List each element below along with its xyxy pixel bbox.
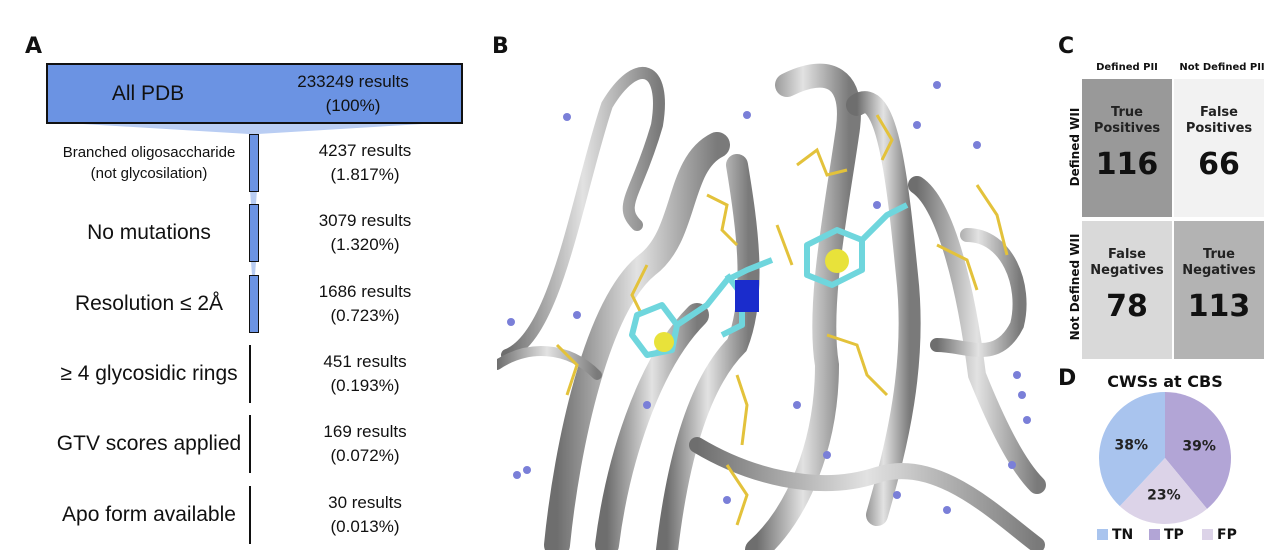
col-header-not-defined-pii: Not Defined PII [1179,62,1265,73]
funnel-stage: Resolution ≤ 2Å 1686 results(0.723%) [30,275,470,333]
stage-label: No mutations [87,221,211,244]
pie-label: 23% [1147,487,1181,503]
panel-d-label: D [1058,366,1077,391]
stage-results: 30 results(0.013%) [328,493,402,536]
pie-label: 39% [1182,439,1216,455]
funnel-stage: GTV scores applied 169 results(0.072%) [30,415,470,473]
pie-label: 38% [1114,438,1148,454]
all-pdb-results: 233249 results(100%) [297,72,409,115]
panel-c-label: C [1058,34,1075,59]
funnel-stage: Branched oligosaccharide(not glycosilati… [30,134,470,192]
stage-results: 3079 results(1.320%) [318,211,412,254]
pie-slice-tp [1165,392,1231,509]
stage-label: Apo form available [62,503,236,526]
pie-title: CWSs at CBS [1107,372,1223,391]
protein-structure-render [497,63,1046,550]
stage-label: GTV scores applied [56,432,242,455]
panel-b-label: B [492,34,509,59]
all-pdb-box: All PDB 233249 results(100%) [46,63,463,124]
row-header-not-defined-wii: Not Defined WII [1068,233,1082,341]
legend-label: FP [1217,527,1237,543]
stage-label: Branched oligosaccharide(not glycosilati… [62,144,236,182]
stage-results: 4237 results(1.817%) [318,141,412,184]
stage-bar [249,415,251,473]
pie-chart: 39% 23% 38% [1099,392,1231,524]
stage-bar [249,486,251,544]
row-header-defined-wii: Defined WII [1068,107,1082,187]
pie-slice-tn [1099,392,1165,507]
funnel-stage: No mutations 3079 results(1.320%) [30,204,470,262]
stage-results: 451 results(0.193%) [323,352,407,395]
pie-slice-fp [1119,458,1208,524]
legend-swatch [1202,529,1213,540]
stage-label: Resolution ≤ 2Å [74,292,224,315]
col-header-defined-pii: Defined PII [1096,62,1158,73]
legend-item: TN [1097,527,1133,543]
all-pdb-label: All PDB [111,82,185,105]
cell-value: 116 [1095,147,1159,182]
stage-bar [249,345,251,403]
legend-label: TN [1112,527,1134,543]
cell-value: 78 [1106,289,1148,324]
cell-value: 66 [1198,147,1240,182]
funnel-stage: ≥ 4 glycosidic rings 451 results(0.193%) [30,345,470,403]
legend-item: TP [1149,527,1184,543]
legend-label: TP [1164,527,1184,543]
funnel-connectors [50,122,456,275]
stage-label: ≥ 4 glycosidic rings [60,362,238,385]
legend-item: FP [1202,527,1237,543]
funnel-stage: Apo form available 30 results(0.013%) [30,486,470,544]
cell-value: 113 [1187,289,1251,324]
legend-swatch [1149,529,1160,540]
legend-swatch [1097,529,1108,540]
stage-results: 169 results(0.072%) [323,422,407,465]
panel-a-label: A [25,34,43,59]
stage-results: 1686 results(0.723%) [318,282,412,325]
stage-bar [249,275,259,333]
stage-bar [249,134,259,192]
stage-bar [249,204,259,262]
